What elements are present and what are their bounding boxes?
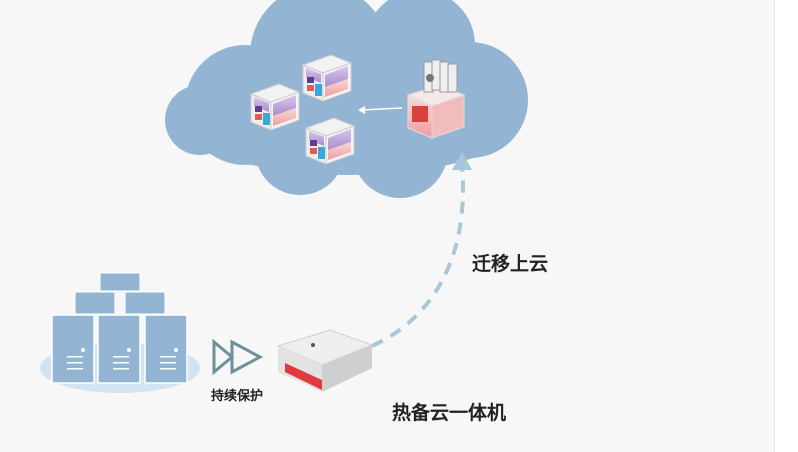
- appliance-label: 热备云一体机: [392, 402, 507, 424]
- migration-path: [371, 164, 465, 348]
- arrow-up-icon: [452, 152, 472, 170]
- cloud-appliance-icon: [406, 59, 466, 139]
- continuous-protection-label: 持续保护: [211, 389, 264, 404]
- migrate-to-cloud-label: 迁移上云: [472, 253, 549, 275]
- vm-cube-icon: [250, 83, 300, 131]
- vm-cube-icon: [302, 54, 352, 102]
- right-edge: [774, 0, 798, 452]
- cloud: [165, 0, 528, 198]
- server-cluster-icon: [40, 272, 200, 393]
- hot-standby-appliance-icon: [276, 329, 374, 392]
- arrow-left-icon: [361, 107, 403, 111]
- vm-cube-icon: [305, 117, 355, 165]
- fast-forward-icon: [212, 338, 264, 376]
